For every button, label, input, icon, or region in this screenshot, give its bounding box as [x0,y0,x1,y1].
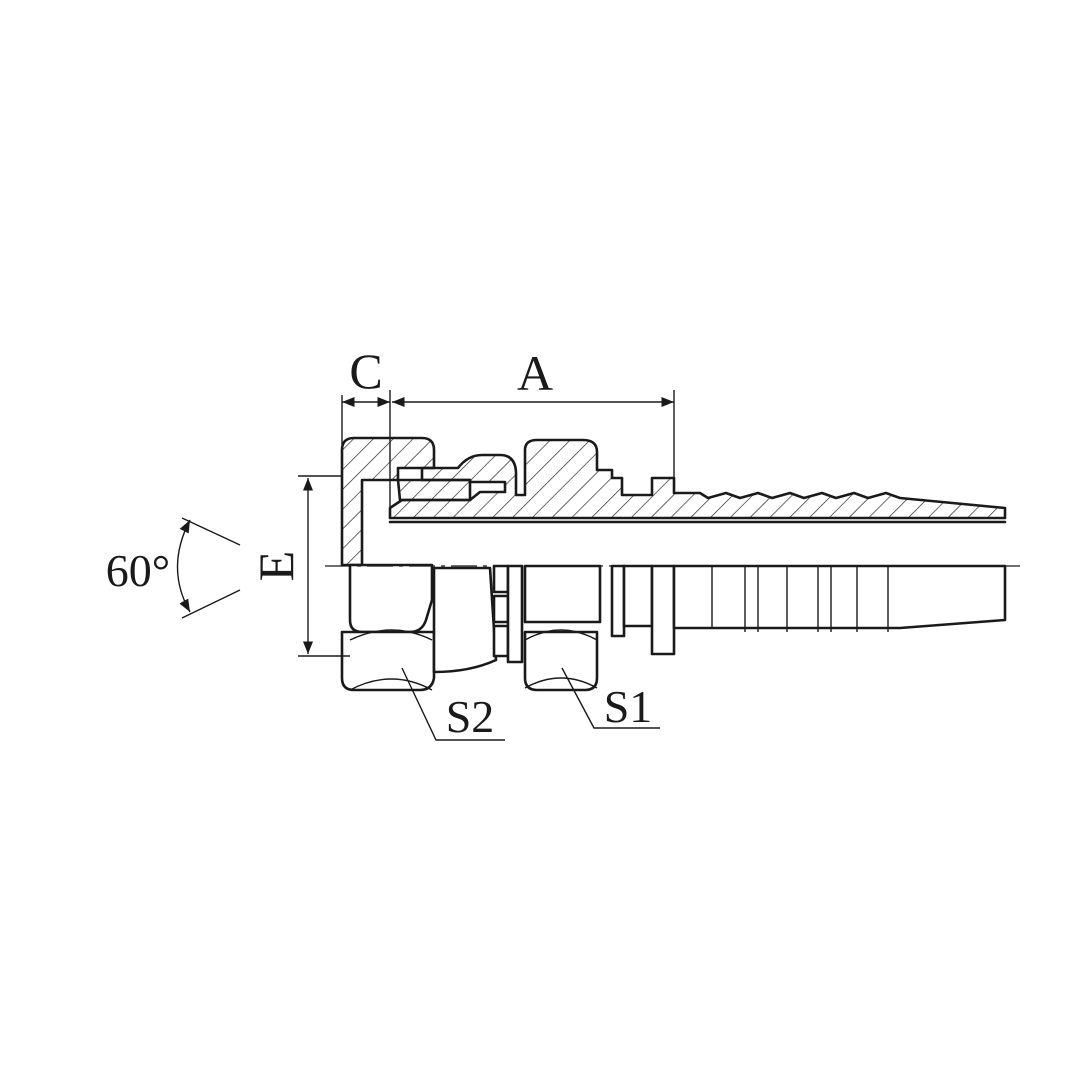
hex-s2-label: S2 [446,691,495,742]
nut-s2-hex [348,563,434,634]
angle-callout: 60° [106,517,241,619]
cone-lip [396,478,472,502]
dimension-c: C [341,343,391,508]
upper-section [340,436,1007,567]
washer [492,564,510,594]
barb-tail [672,564,1007,630]
dim-a-label: A [517,345,553,401]
collar [610,564,626,638]
body-section [388,438,1007,520]
hex-s2-callout: S2 [401,667,505,742]
dimension-a: A [392,345,675,478]
nut-skirt [432,566,498,674]
dim-c-label: C [349,343,382,399]
lower-exterior [340,563,1007,692]
angle-label: 60° [106,545,170,596]
hex-s1-label: S1 [604,681,653,732]
hex-s1-callout: S1 [561,667,660,732]
body-s1-hex [523,564,602,624]
dimension-e: E [248,475,350,657]
dim-e-label: E [248,551,304,582]
